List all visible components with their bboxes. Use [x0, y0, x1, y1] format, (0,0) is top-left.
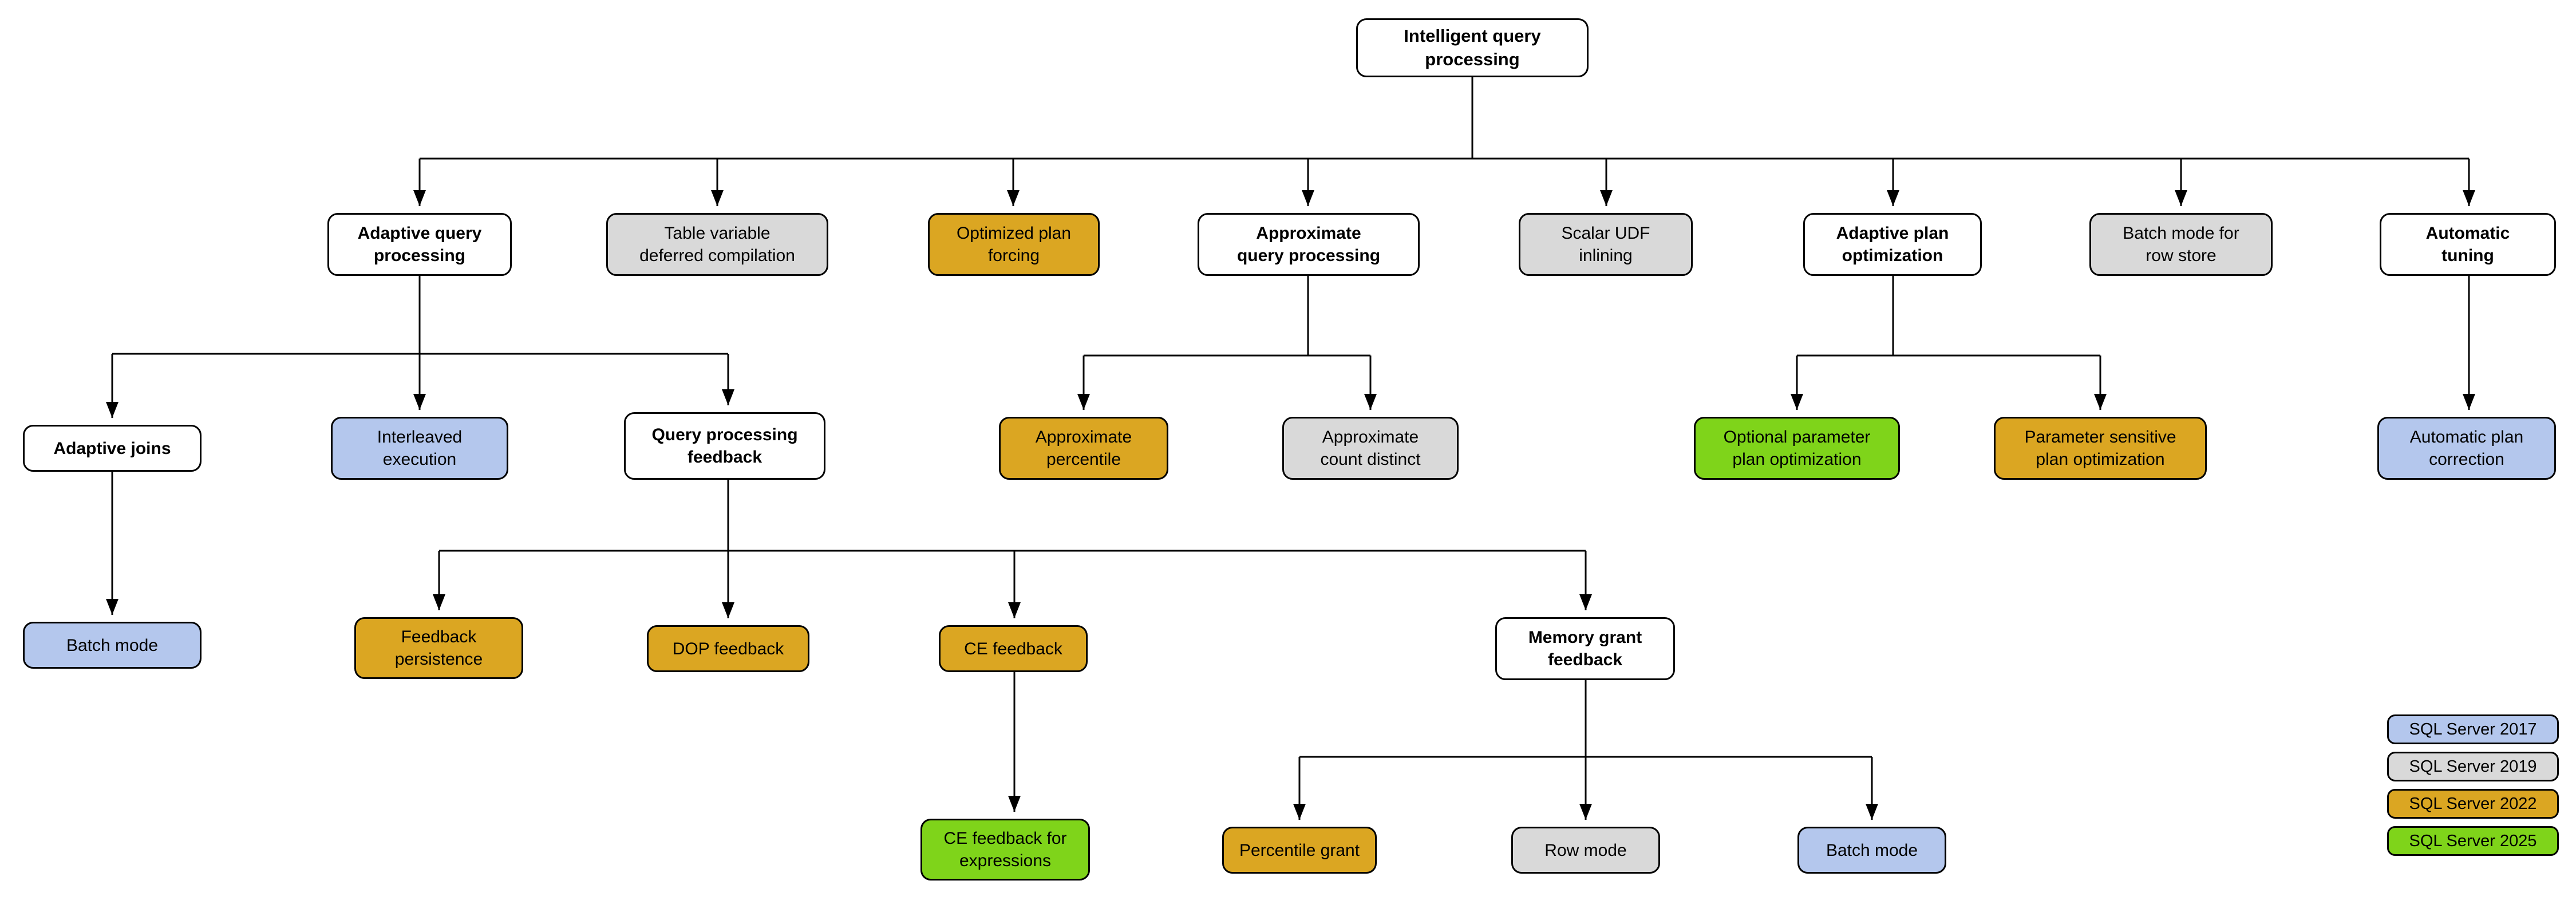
node-label: Feedback persistence — [394, 627, 483, 669]
arrowhead-icon — [2463, 190, 2475, 206]
legend-item-sql-server-2019: SQL Server 2019 — [2387, 752, 2559, 781]
arrowhead-icon — [1007, 190, 1020, 206]
node-label: Row mode — [1544, 840, 1627, 860]
arrowhead-icon — [433, 594, 445, 610]
arrowhead-icon — [1302, 190, 1314, 206]
node-rowmode[interactable]: Row mode — [1511, 827, 1660, 874]
arrowhead-icon — [1791, 394, 1803, 410]
node-batchmode1[interactable]: Batch mode — [23, 622, 202, 669]
node-label: Approximate query processing — [1236, 224, 1381, 265]
arrowhead-icon — [1077, 394, 1090, 410]
node-label: DOP feedback — [672, 639, 784, 658]
node-label: Table variable deferred compilation — [639, 224, 795, 265]
node-label: Query processing feedback — [651, 425, 798, 467]
node-pspo[interactable]: Parameter sensitive plan optimization — [1994, 417, 2207, 480]
arrowhead-icon — [1293, 804, 1306, 820]
node-aqprocessing[interactable]: Approximate query processing — [1198, 213, 1420, 276]
legend-item-label: SQL Server 2017 — [2409, 720, 2537, 739]
node-label: Batch mode — [66, 635, 159, 655]
arrowhead-icon — [1887, 190, 1899, 206]
node-label: Adaptive joins — [53, 439, 171, 458]
node-root[interactable]: Intelligent query processing — [1356, 18, 1589, 77]
arrowhead-icon — [1008, 602, 1021, 618]
node-label: Memory grant feedback — [1528, 628, 1642, 669]
node-approxcd[interactable]: Approximate count distinct — [1282, 417, 1459, 480]
node-label: Approximate count distinct — [1320, 428, 1421, 469]
node-label: Intelligent query processing — [1404, 26, 1541, 69]
node-qpf[interactable]: Query processing feedback — [624, 412, 825, 480]
arrowhead-icon — [2094, 394, 2107, 410]
node-label: Automatic plan correction — [2409, 428, 2524, 469]
node-label: Automatic tuning — [2425, 224, 2510, 265]
arrowhead-icon — [106, 599, 118, 615]
node-adaptivejoins[interactable]: Adaptive joins — [23, 425, 202, 472]
node-udf[interactable]: Scalar UDF inlining — [1519, 213, 1693, 276]
node-label: Adaptive query processing — [357, 224, 482, 265]
node-label: CE feedback — [964, 639, 1062, 658]
node-dopfb[interactable]: DOP feedback — [647, 625, 809, 672]
arrowhead-icon — [413, 190, 426, 206]
node-mgf[interactable]: Memory grant feedback — [1495, 617, 1675, 680]
arrowhead-icon — [1600, 190, 1613, 206]
node-approxpct[interactable]: Approximate percentile — [999, 417, 1168, 480]
node-label: CE feedback for expressions — [943, 829, 1067, 870]
node-label: Approximate percentile — [1035, 428, 1132, 469]
node-label: Optimized plan forcing — [956, 224, 1072, 265]
node-pctgrant[interactable]: Percentile grant — [1222, 827, 1377, 874]
node-label: Percentile grant — [1239, 840, 1360, 860]
arrowhead-icon — [1364, 394, 1377, 410]
arrowhead-icon — [722, 602, 734, 618]
legend-item-sql-server-2025: SQL Server 2025 — [2387, 826, 2559, 856]
arrowhead-icon — [1579, 804, 1592, 820]
node-aqp[interactable]: Adaptive query processing — [327, 213, 512, 276]
arrowhead-icon — [2463, 394, 2475, 410]
node-label: Batch mode for row store — [2123, 224, 2239, 265]
node-label: Interleaved execution — [377, 428, 463, 469]
legend-item-label: SQL Server 2022 — [2409, 794, 2537, 813]
arrowhead-icon — [413, 394, 426, 410]
node-interleaved[interactable]: Interleaved execution — [331, 417, 508, 480]
legend-item-label: SQL Server 2019 — [2409, 757, 2537, 776]
legend-item-sql-server-2017: SQL Server 2017 — [2387, 714, 2559, 744]
arrowhead-icon — [2175, 190, 2187, 206]
node-cefb[interactable]: CE feedback — [939, 625, 1088, 672]
node-batchmode2[interactable]: Batch mode — [1797, 827, 1946, 874]
legend-item-sql-server-2022: SQL Server 2022 — [2387, 789, 2559, 819]
node-apc[interactable]: Automatic plan correction — [2377, 417, 2556, 480]
node-label: Batch mode — [1826, 840, 1918, 860]
arrowhead-icon — [722, 389, 734, 405]
node-label: Parameter sensitive plan optimization — [2024, 428, 2176, 469]
node-label: Adaptive plan optimization — [1836, 224, 1949, 265]
node-label: Scalar UDF inlining — [1561, 224, 1650, 265]
node-apo[interactable]: Adaptive plan optimization — [1803, 213, 1982, 276]
legend-item-label: SQL Server 2025 — [2409, 831, 2537, 850]
node-autotune[interactable]: Automatic tuning — [2380, 213, 2556, 276]
arrowhead-icon — [711, 190, 724, 206]
arrowhead-icon — [1866, 804, 1878, 820]
node-oppo[interactable]: Optional parameter plan optimization — [1694, 417, 1900, 480]
node-label: Optional parameter plan optimization — [1723, 428, 1871, 469]
node-cefbexpr[interactable]: CE feedback for expressions — [920, 819, 1090, 881]
node-bmrs[interactable]: Batch mode for row store — [2089, 213, 2273, 276]
node-fbpersist[interactable]: Feedback persistence — [354, 617, 523, 679]
node-tvdc[interactable]: Table variable deferred compilation — [606, 213, 828, 276]
arrowhead-icon — [1008, 796, 1021, 812]
arrowhead-icon — [1579, 594, 1592, 610]
node-opf[interactable]: Optimized plan forcing — [928, 213, 1100, 276]
arrowhead-icon — [106, 402, 118, 418]
